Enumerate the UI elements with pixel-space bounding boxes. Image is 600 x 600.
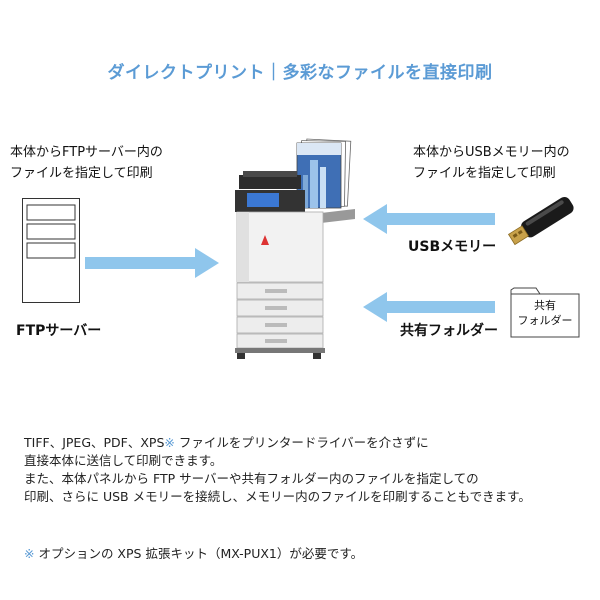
shared-folder-label: 共有フォルダー: [400, 323, 498, 339]
description-line-1: TIFF、JPEG、PDF、XPS※ ファイルをプリンタードライバーを介さずに: [24, 434, 584, 452]
shared-folder-icon: [510, 287, 580, 338]
folder-to-printer-arrow: [363, 292, 495, 322]
ftp-server-icon: [22, 198, 80, 303]
footnote: ※ オプションの XPS 拡張キット（MX-PUX1）が必要です。: [24, 543, 363, 562]
description-text: TIFF、JPEG、PDF、XPS※ ファイルをプリンタードライバーを介さずに …: [24, 434, 584, 506]
note-mark-inline: ※: [164, 435, 175, 450]
description-line-4: 印刷、さらに USB メモリーを接続し、メモリー内のファイルを印刷することもでき…: [24, 489, 531, 504]
page-title: ダイレクトプリント｜多彩なファイルを直接印刷: [107, 63, 493, 83]
usb-caption-line-2: ファイルを指定して印刷: [413, 166, 556, 181]
format-list: TIFF、JPEG、PDF、XPS: [24, 435, 165, 450]
usb-to-printer-arrow: [363, 204, 495, 234]
multifunction-printer-icon: [235, 138, 355, 359]
ftp-to-printer-arrow: [85, 248, 219, 278]
ftp-caption-line-1: 本体からFTPサーバー内の: [10, 145, 163, 160]
description-line-3: また、本体パネルから FTP サーバーや共有フォルダー内のファイルを指定しての: [24, 471, 479, 486]
usb-memory-label: USBメモリー: [408, 239, 497, 255]
folder-icon-text-line-1: 共有: [534, 299, 556, 312]
ftp-caption: 本体からFTPサーバー内の ファイルを指定して印刷: [10, 142, 163, 184]
footnote-text: オプションの XPS 拡張キット（MX-PUX1）が必要です。: [34, 546, 364, 561]
description-line-1-rest: ファイルをプリンタードライバーを介さずに: [178, 435, 429, 450]
document-stack: [296, 138, 352, 209]
usb-memory-icon: [507, 196, 574, 246]
ftp-caption-line-2: ファイルを指定して印刷: [10, 166, 153, 181]
usb-caption: 本体からUSBメモリー内の ファイルを指定して印刷: [413, 142, 570, 184]
description-line-2: 直接本体に送信して印刷できます。: [24, 453, 223, 468]
shared-folder-icon-text: 共有 フォルダー: [510, 298, 580, 328]
folder-icon-text-line-2: フォルダー: [517, 314, 573, 327]
footnote-mark: ※: [24, 546, 35, 561]
ftp-server-label: FTPサーバー: [16, 323, 102, 339]
usb-caption-line-1: 本体からUSBメモリー内の: [413, 145, 570, 160]
